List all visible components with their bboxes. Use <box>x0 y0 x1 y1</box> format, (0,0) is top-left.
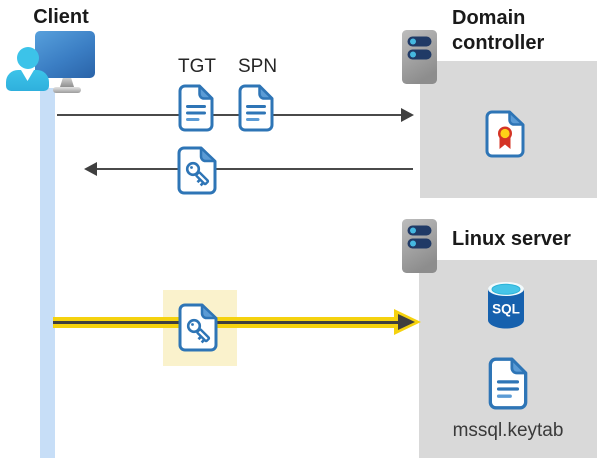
tgt-document-icon <box>178 84 214 132</box>
client-monitor-base <box>53 87 81 93</box>
key-document-icon <box>177 146 217 195</box>
spn-document-icon <box>238 84 274 132</box>
request-arrow-head-icon <box>401 108 414 122</box>
keytab-document-icon <box>487 357 529 410</box>
client-lifeline <box>40 88 55 458</box>
sql-database-icon: SQL <box>486 280 526 329</box>
domain-controller-title: Domain controller <box>452 7 545 54</box>
client-monitor-icon <box>35 31 95 78</box>
kerberos-arrow-line <box>53 321 400 324</box>
return-arrow-line <box>97 168 413 170</box>
sql-badge-text: SQL <box>492 302 520 317</box>
spn-label: SPN <box>238 56 278 77</box>
domain-controller-server-icon <box>401 29 438 85</box>
client-person-icon <box>17 47 39 69</box>
tgt-label: TGT <box>178 56 216 77</box>
service-key-document-icon <box>178 303 218 352</box>
linux-server-icon <box>401 218 438 274</box>
linux-server-title: Linux server <box>452 228 571 250</box>
return-arrow-head-icon <box>84 162 97 176</box>
certificate-icon <box>485 110 525 158</box>
client-title: Client <box>33 6 89 28</box>
request-arrow-line <box>57 114 403 116</box>
kerberos-arrow-head-icon <box>398 314 415 330</box>
client-monitor-stand <box>60 78 74 87</box>
keytab-label: mssql.keytab <box>452 420 564 441</box>
client-person-collar <box>21 70 34 81</box>
